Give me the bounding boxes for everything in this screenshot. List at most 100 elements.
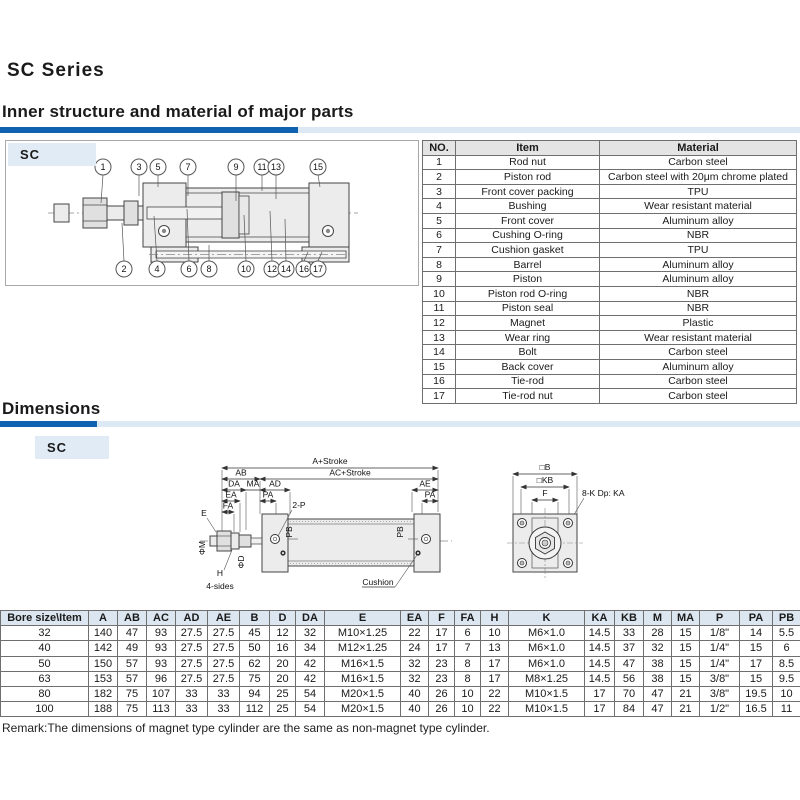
table-cell: 142: [88, 640, 118, 657]
table-cell: 188: [88, 701, 118, 718]
callout-circle: [227, 158, 245, 176]
table-cell: 26: [428, 685, 455, 703]
table-cell: 16.5: [739, 701, 773, 718]
table-cell: 112: [239, 701, 270, 718]
column-header: NO.: [422, 140, 456, 156]
table-cell: 17: [480, 655, 509, 672]
table-cell: 19.5: [739, 685, 773, 703]
callout-leader-line: [186, 208, 190, 262]
table-cell: 27.5: [175, 625, 208, 642]
table-cell: NBR: [599, 300, 797, 317]
table-cell: 13: [480, 640, 509, 657]
callout-leader-line: [121, 222, 125, 262]
column-header: E: [324, 609, 401, 627]
table-cell: Magnet: [455, 315, 600, 331]
table-cell: 1: [422, 154, 456, 171]
table-cell: 45: [239, 625, 270, 642]
callout-leader-line: [284, 218, 287, 262]
table-cell: 2: [422, 169, 456, 185]
table-cell: 54: [295, 701, 325, 718]
column-header: Material: [599, 140, 797, 156]
column-header: AD: [175, 609, 208, 627]
table-cell: Piston seal: [455, 300, 600, 317]
column-header: EA: [400, 609, 429, 627]
column-header: Item: [455, 140, 600, 156]
table-cell: 6: [454, 625, 481, 642]
table-cell: M10×1.25: [324, 625, 401, 642]
table-cell: 10: [480, 625, 509, 642]
dim-label-ea: EA: [225, 490, 237, 500]
column-header: M: [643, 609, 672, 627]
dim-label-f: F: [542, 488, 547, 498]
callout-number: 13: [271, 162, 281, 172]
table-cell: 62: [239, 655, 270, 672]
table-cell: 140: [88, 625, 118, 642]
column-header: P: [699, 609, 740, 627]
table-cell: 56: [614, 670, 644, 687]
dim-label-pa-left: PA: [263, 490, 274, 500]
table-cell: Bolt: [455, 344, 600, 360]
table-cell: M10×1.5: [508, 685, 585, 703]
table-cell: 3/8": [699, 670, 740, 687]
table-cell: 12: [269, 625, 296, 642]
callout-number: 4: [154, 264, 159, 274]
table-cell: 34: [295, 640, 325, 657]
table-cell: 57: [117, 670, 147, 687]
table-cell: 1/4": [699, 640, 740, 657]
callout-circle: [115, 260, 133, 278]
table-cell: 14: [422, 344, 456, 360]
table-cell: 40: [400, 685, 429, 703]
table-cell: Tie-rod: [455, 373, 600, 390]
table-cell: 32: [400, 655, 429, 672]
table-cell: 15: [739, 670, 773, 687]
table-cell: M6×1.0: [508, 640, 585, 657]
end-view-drawing: □B □KB F 8-K Dp: KA: [507, 462, 625, 578]
callout-leader-line: [303, 251, 309, 262]
table-cell: 153: [88, 670, 118, 687]
callout-circle: [94, 158, 112, 176]
table-cell: 17: [428, 625, 455, 642]
callout-number: 14: [281, 264, 291, 274]
table-cell: Bushing: [455, 198, 600, 214]
table-cell: 6: [422, 227, 456, 244]
column-header: DA: [295, 609, 325, 627]
dim-label-e: E: [201, 508, 207, 518]
table-cell: 33: [175, 685, 208, 703]
table-cell: Wear resistant material: [599, 198, 797, 214]
table-cell: 17: [428, 640, 455, 657]
table-cell: TPU: [599, 242, 797, 258]
table-cell: M12×1.25: [324, 640, 401, 657]
table-cell: 50: [239, 640, 270, 657]
table-cell: 21: [671, 701, 700, 718]
dim-label-2p: 2-P: [292, 500, 306, 510]
dim-label-pb-right: PB: [395, 526, 405, 538]
callout-leader-line: [153, 215, 158, 262]
table-cell: 14: [739, 625, 773, 642]
callout-leader-line: [269, 210, 273, 262]
series-title: SC Series: [7, 60, 105, 81]
side-view-drawing: A+Stroke AC+Stroke AB DA MA AD AE EA PA …: [197, 456, 452, 591]
column-header: MA: [671, 609, 700, 627]
table-cell: 33: [175, 701, 208, 718]
table-cell: 11: [422, 300, 456, 317]
table-cell: Aluminum alloy: [599, 256, 797, 273]
callout-circle: [237, 260, 255, 278]
table-cell: 20: [269, 670, 296, 687]
table-cell: M20×1.5: [324, 701, 401, 718]
dim-label-pa-right: PA: [425, 490, 436, 500]
table-cell: M6×1.0: [508, 655, 585, 672]
table-cell: 96: [146, 670, 176, 687]
table-cell: 27.5: [175, 640, 208, 657]
table-cell: Cushing O-ring: [455, 227, 600, 244]
table-cell: TPU: [599, 183, 797, 200]
table-cell: 9: [422, 271, 456, 287]
table-cell: M16×1.5: [324, 655, 401, 672]
callout-number: 6: [186, 264, 191, 274]
table-cell: 27.5: [207, 670, 240, 687]
